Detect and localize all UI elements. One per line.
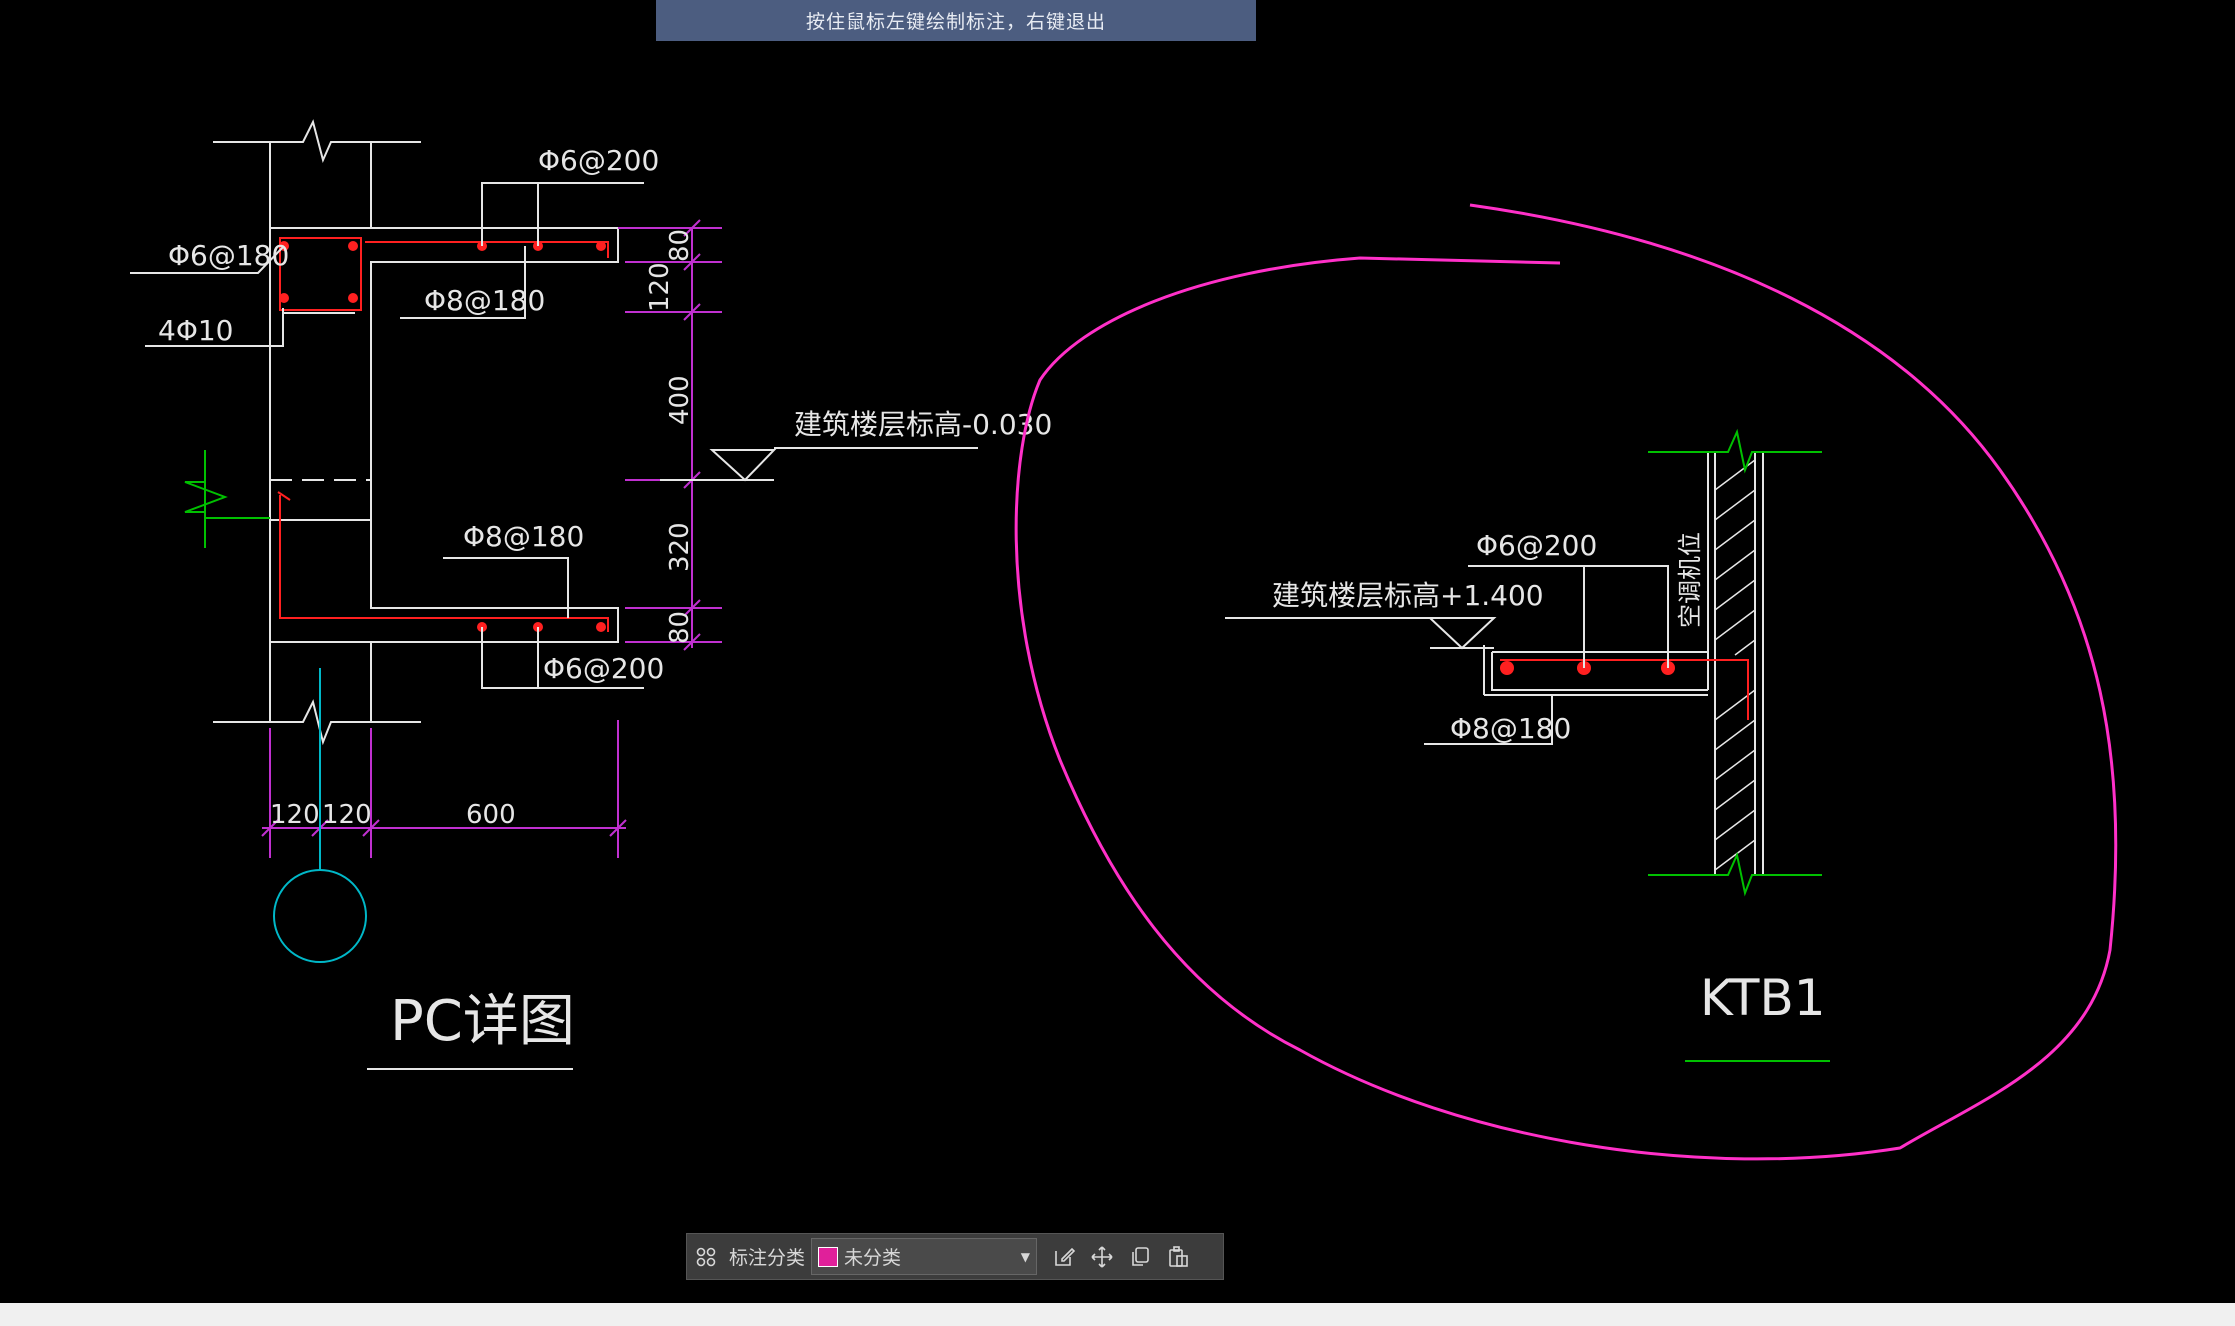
- beam-box: [279, 237, 362, 311]
- wall-hatch: [1714, 459, 1756, 871]
- label-ktb-elevation: 建筑楼层标高+1.400: [1272, 579, 1544, 612]
- copy-icon: [1132, 1246, 1149, 1266]
- pc-rebar: [277, 241, 609, 632]
- edit-icon: [1055, 1247, 1076, 1266]
- hint-text: 按住鼠标左键绘制标注，右键退出: [805, 11, 1106, 33]
- pc-labels: Φ6@200 Φ6@180 Φ8@180 4Φ10 Φ8@180 Φ6@200 …: [158, 144, 1052, 685]
- label-phi6-180: Φ6@180: [168, 239, 289, 272]
- hdim-2: 600: [466, 800, 516, 830]
- pc-vertical-dim-text: 80 120 400 320 80: [645, 229, 695, 644]
- move-button[interactable]: [1083, 1238, 1121, 1276]
- move-icon: [1091, 1245, 1113, 1268]
- ktb1-wall: [1491, 452, 1764, 875]
- copy-button[interactable]: [1121, 1238, 1159, 1276]
- ktb1-rebar-dots: [1500, 661, 1675, 675]
- chevron-down-icon: ▼: [1020, 1249, 1031, 1264]
- wall-break-bottom: [213, 699, 421, 746]
- vdim-4: 80: [665, 611, 695, 644]
- grid-icon: [696, 1247, 716, 1266]
- wall-break-top: [213, 119, 421, 164]
- vdim-1: 120: [645, 262, 675, 312]
- pc-horizontal-dim-text: 120 120 600: [270, 800, 516, 830]
- category-label: 标注分类: [729, 1247, 806, 1269]
- ktb1-leaders: [1225, 565, 1669, 745]
- category-select[interactable]: 未分类 ▼: [811, 1238, 1038, 1275]
- ktb1-rebar: [1500, 659, 1749, 720]
- label-phi6-200-bottom: Φ6@200: [543, 652, 664, 685]
- green-break-left: [184, 450, 270, 548]
- label-4phi10: 4Φ10: [158, 314, 233, 347]
- pc-detail-drawing: [213, 119, 619, 746]
- vdim-2: 400: [665, 375, 695, 425]
- annotation-freehand: [1014, 203, 2118, 1161]
- ktb1-slab: [1484, 651, 1708, 696]
- ktb1-drawing: [1483, 452, 1764, 875]
- grid-button[interactable]: [687, 1238, 725, 1276]
- vdim-0: 80: [665, 229, 695, 262]
- dimension-ticks: [261, 219, 701, 837]
- axis-bubble: [273, 869, 367, 963]
- annotation-toolbar: 标注分类 未分类 ▼: [686, 1233, 1224, 1280]
- hdim-1: 120: [322, 800, 372, 830]
- paste-icon: [1169, 1245, 1188, 1267]
- ktb1-title: KTB1: [1700, 969, 1826, 1027]
- label-elevation-left: 建筑楼层标高-0.030: [794, 408, 1052, 441]
- label-ktb-phi6-200: Φ6@200: [1476, 529, 1597, 562]
- category-value: 未分类: [844, 1247, 902, 1269]
- pc-detail-title: PC详图: [390, 989, 575, 1054]
- label-phi8-180-bottom: Φ8@180: [463, 520, 584, 553]
- pc-leaders: [130, 182, 644, 689]
- ktb1-boundary: [1648, 428, 1830, 1062]
- edit-button[interactable]: [1045, 1238, 1083, 1276]
- ktb1-labels: Φ6@200 建筑楼层标高+1.400 Φ8@180 空调机位: [1272, 529, 1704, 745]
- label-phi6-200-top: Φ6@200: [538, 144, 659, 177]
- pc-outline: [269, 227, 619, 643]
- pc-elevation-mark: [660, 447, 978, 482]
- category-color-swatch: [818, 1246, 839, 1267]
- label-ktb-phi8-180: Φ8@180: [1450, 712, 1571, 745]
- label-phi8-180-top: Φ8@180: [424, 284, 545, 317]
- hdim-0: 120: [270, 800, 320, 830]
- label-ac-position: 空调机位: [1676, 532, 1704, 628]
- hint-bar: 按住鼠标左键绘制标注，右键退出: [656, 0, 1256, 41]
- status-bar: [0, 1303, 2235, 1326]
- vdim-3: 320: [665, 522, 695, 572]
- paste-button[interactable]: [1159, 1238, 1197, 1276]
